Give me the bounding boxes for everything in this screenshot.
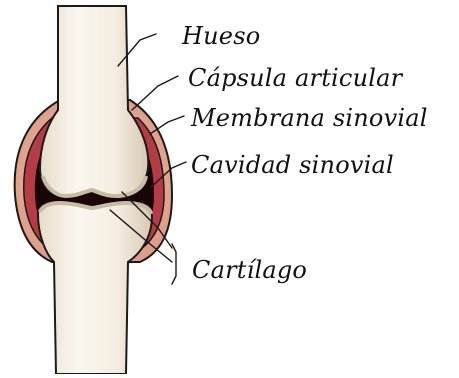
cartilago-bracket — [172, 244, 176, 284]
label-joint-capsule: Cápsula articular — [188, 66, 402, 90]
label-synovial-membrane: Membrana sinovial — [191, 106, 428, 130]
leader-line-capsula — [132, 76, 178, 110]
label-cartilage: Cartílago — [192, 258, 307, 282]
label-bone: Hueso — [182, 24, 260, 48]
label-synovial-cavity: Cavidad sinovial — [191, 153, 394, 177]
lower-bone — [38, 202, 152, 374]
